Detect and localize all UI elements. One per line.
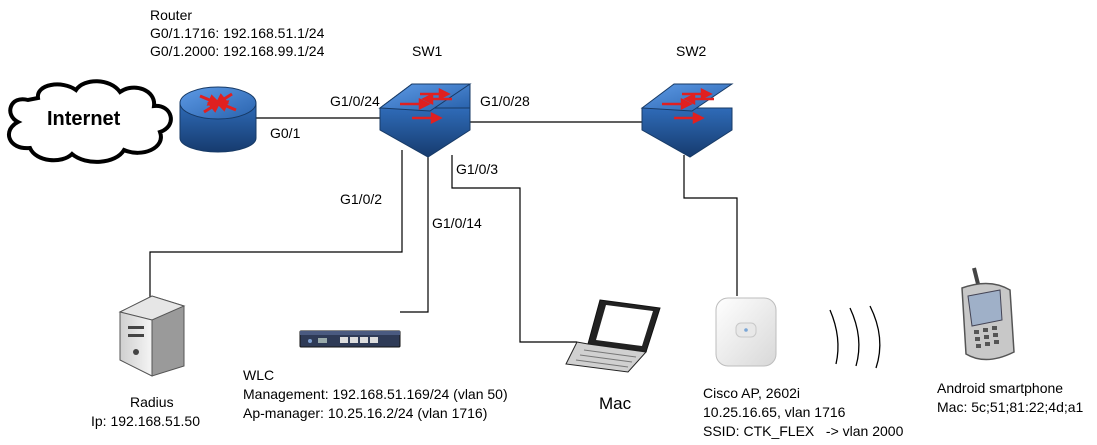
router-port-label: G0/1	[270, 125, 301, 141]
access-point-icon	[715, 297, 777, 367]
server-icon	[118, 295, 186, 377]
internet-label: Internet	[47, 108, 121, 130]
internet-cloud-icon	[6, 79, 173, 164]
router-subif-2000: G0/1.2000: 192.168.99.1/24	[150, 43, 325, 59]
wifi-signal-icon	[829, 305, 881, 369]
sw1-port-to-sw2: G1/0/28	[480, 93, 530, 109]
link-sw1-radius	[149, 150, 403, 300]
ap-ssid: SSID: CTK_FLEX -> vlan 2000	[703, 423, 904, 439]
wlc-management: Management: 192.168.51.169/24 (vlan 50)	[243, 386, 508, 402]
sw1-port-mac: G1/0/3	[456, 161, 499, 177]
link-sw1-mac	[451, 155, 577, 343]
ap-ip: 10.25.16.65, vlan 1716	[703, 404, 846, 420]
router-title: Router	[150, 7, 193, 23]
sw1-port-uplink: G1/0/24	[330, 93, 380, 109]
phone-mac: Mac: 5c;51;81:22;4d;a1	[937, 399, 1084, 415]
radius-ip: Ip: 192.168.51.50	[91, 413, 200, 429]
sw1-port-radius: G1/0/2	[340, 191, 383, 207]
connections	[149, 117, 738, 343]
sw1-port-wlc: G1/0/14	[432, 215, 482, 231]
mac-title: Mac	[599, 394, 632, 413]
ap-title: Cisco AP, 2602i	[703, 385, 801, 401]
radius-title: Radius	[130, 394, 174, 410]
link-sw2-ap	[683, 155, 738, 296]
router-icon	[179, 86, 257, 153]
switch-sw2-icon	[640, 83, 734, 158]
sw2-title: SW2	[676, 43, 707, 59]
switch-sw1-icon	[378, 83, 472, 158]
router-subif-1716: G0/1.1716: 192.168.51.1/24	[150, 25, 325, 41]
phone-title: Android smartphone	[937, 380, 1064, 396]
wlc-apmanager: Ap-manager: 10.25.16.2/24 (vlan 1716)	[243, 405, 488, 421]
link-sw1-wlc	[400, 150, 429, 313]
wlc-title: WLC	[243, 367, 275, 383]
wlc-device-icon	[299, 330, 401, 348]
smartphone-icon	[961, 267, 1015, 361]
sw1-title: SW1	[412, 43, 443, 59]
laptop-icon	[565, 299, 661, 373]
